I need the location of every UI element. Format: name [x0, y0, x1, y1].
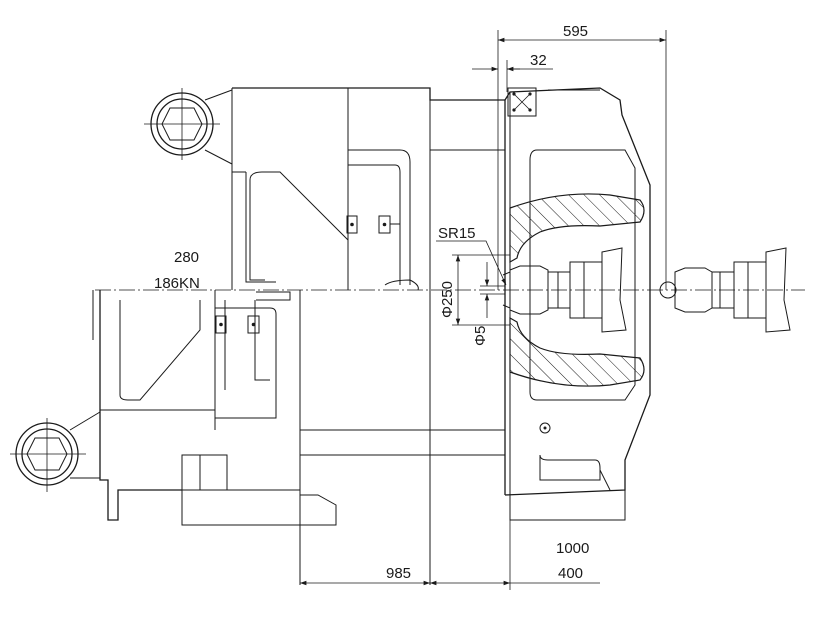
dimension-phi5: Φ5	[472, 262, 505, 346]
dimension-595: 595	[497, 23, 667, 290]
dimension-phi250: Φ250	[439, 254, 510, 326]
dimension-985: 985	[300, 565, 430, 586]
moving-platen	[504, 87, 651, 521]
centre-frame	[300, 150, 505, 585]
upper-toggle-body	[231, 87, 505, 291]
dim-1000-label: 1000	[556, 540, 589, 557]
projected-ejector	[659, 247, 791, 333]
sr15-label: SR15	[438, 225, 476, 242]
sr15-callout: SR15	[436, 225, 507, 286]
upper-link-eye	[144, 88, 233, 165]
dim-595-label: 595	[563, 23, 588, 40]
lower-link-eye	[10, 411, 101, 492]
dim-32-label: 32	[530, 52, 547, 69]
dimension-400: 400 1000	[430, 520, 600, 590]
lower-toggle-body	[92, 290, 337, 585]
phi5-label: Φ5	[472, 326, 489, 346]
lower-bush-section	[509, 316, 645, 387]
ejector-unit	[502, 247, 627, 333]
ejector-force-label: 186KN	[154, 275, 200, 292]
dim-985-label: 985	[386, 565, 411, 582]
clamp-stroke-label: 280	[174, 249, 199, 266]
tie-bar-block	[507, 87, 537, 117]
dimension-32: 32	[472, 52, 553, 92]
upper-bush-section	[509, 193, 645, 264]
dim-400-label: 400	[558, 565, 583, 582]
phi250-label: Φ250	[439, 281, 456, 318]
